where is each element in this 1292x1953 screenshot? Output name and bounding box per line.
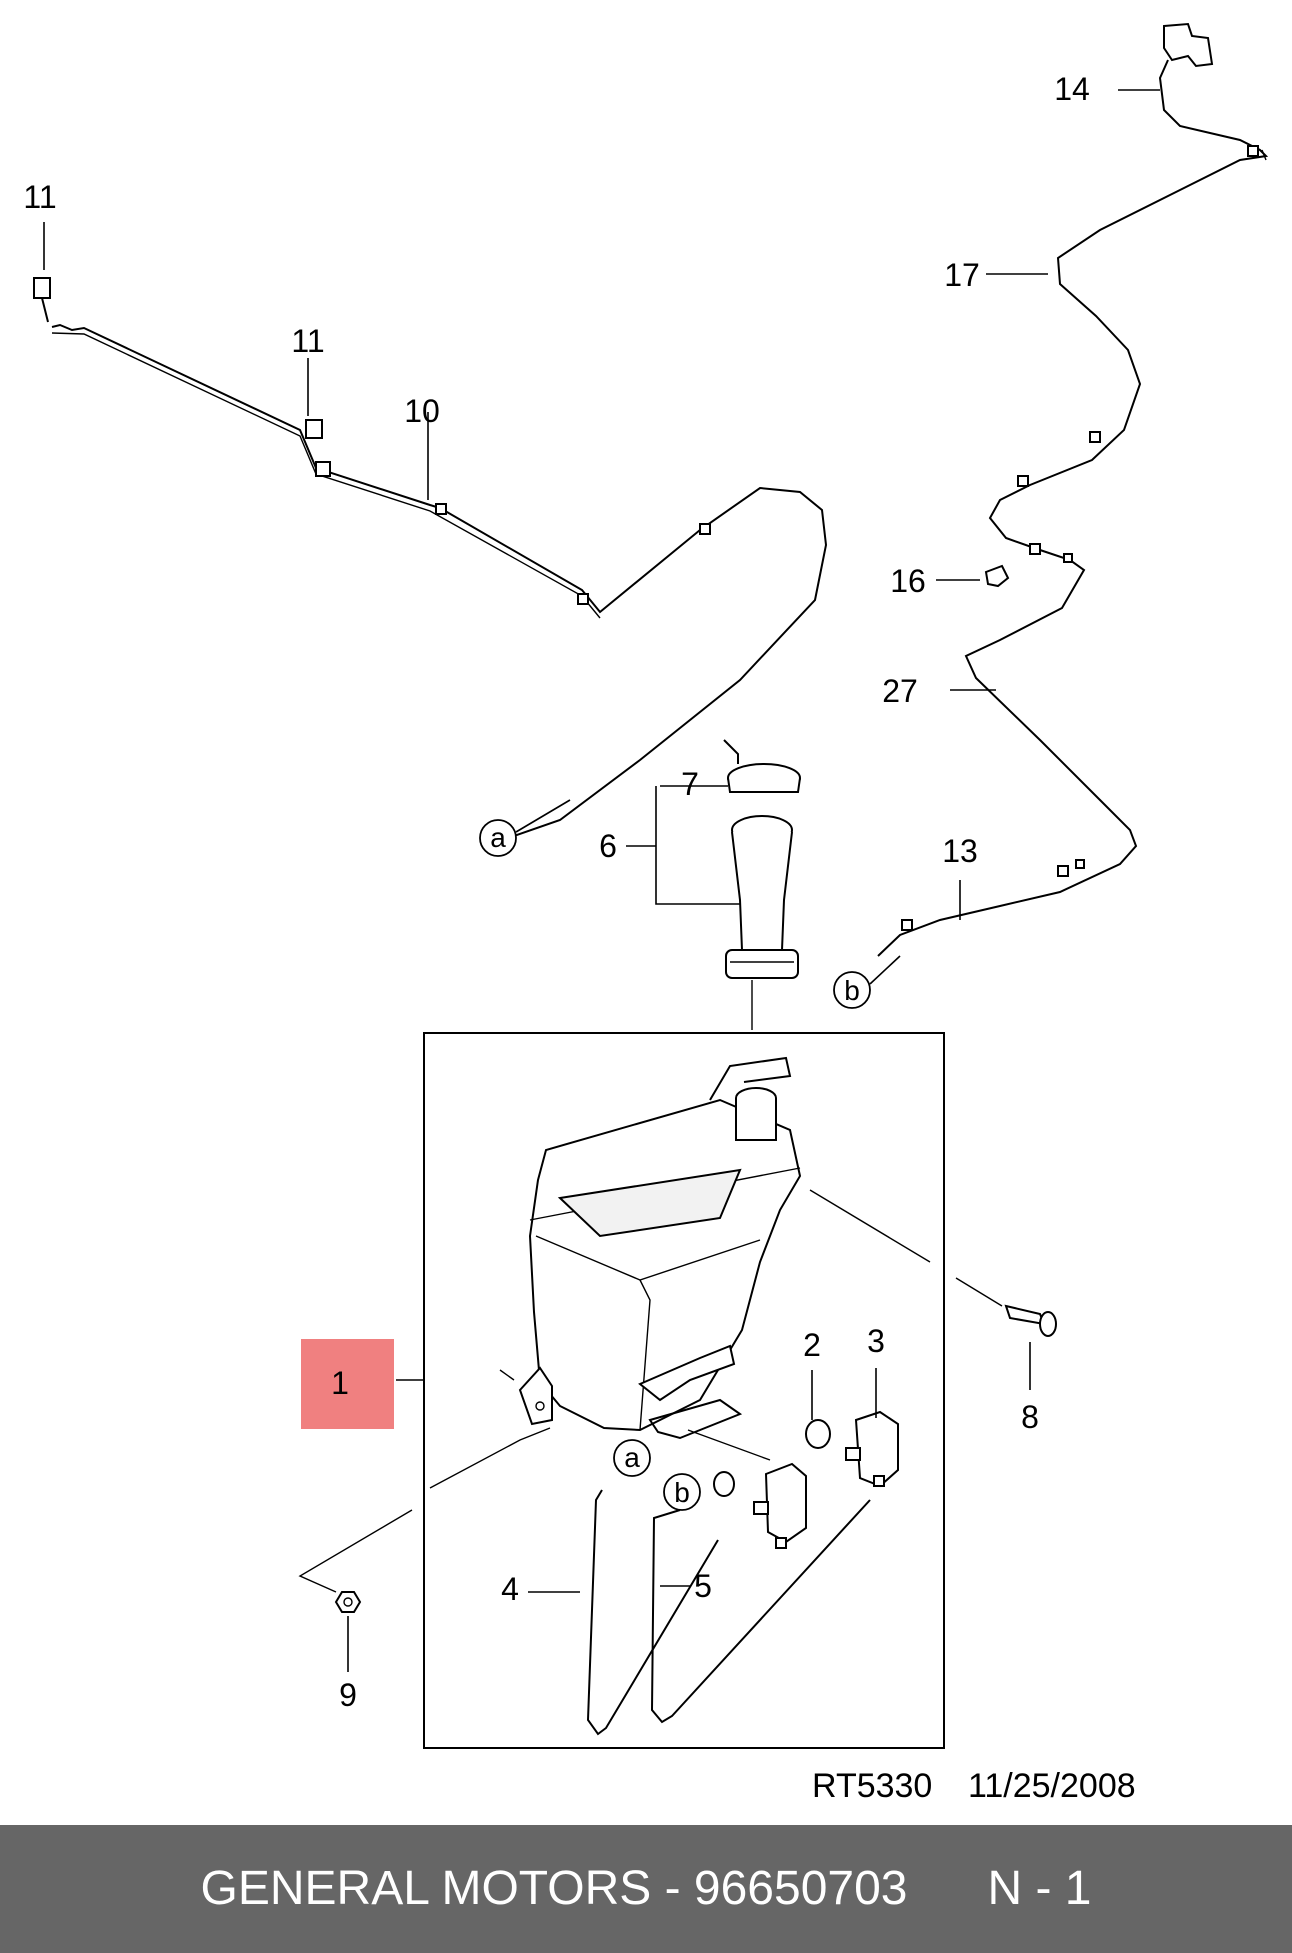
- bolt-8-head: [1039, 1311, 1057, 1337]
- callout-8: 8: [1021, 1399, 1039, 1435]
- tank-base-plate: [648, 1398, 743, 1440]
- callout-11-center: 11: [291, 323, 324, 359]
- nozzle-11-center: [305, 419, 323, 439]
- callout-10: 10: [404, 393, 440, 429]
- highlight-box: [301, 1339, 394, 1429]
- connector-b-label: b: [844, 975, 860, 1006]
- hose-clip: [699, 523, 711, 535]
- hose-clip: [1063, 553, 1073, 563]
- connector-a-bottom: a: [613, 1439, 651, 1477]
- callout-17: 17: [944, 257, 980, 293]
- nozzle-11-left: [33, 277, 51, 299]
- filler-neck-6: [731, 831, 793, 951]
- hose-clip: [1089, 431, 1101, 443]
- washer-pump-rear: [764, 1462, 807, 1544]
- reference-date: 11/25/2008: [968, 1767, 1136, 1805]
- filler-neck-assembly: [723, 739, 801, 1030]
- reference-code: RT5330: [812, 1767, 932, 1805]
- nut-9: [334, 1591, 362, 1613]
- hose-clip: [1029, 543, 1041, 555]
- hose-clip: [315, 461, 331, 477]
- rear-nozzle-14: [1163, 22, 1214, 68]
- washer-pump-3-outlet: [873, 1475, 885, 1487]
- callout-6: 6: [599, 828, 617, 864]
- clip-16: [984, 564, 1010, 588]
- reservoir-frame: [423, 1032, 945, 1749]
- hose-clip: [1017, 475, 1029, 487]
- callout-2: 2: [803, 1327, 821, 1363]
- callout-16: 16: [890, 563, 926, 599]
- washer-pump-rear-port: [753, 1501, 769, 1515]
- leader-lines: [43, 89, 1160, 1672]
- hose-clip: [901, 919, 913, 931]
- callout-11-left: 11: [23, 179, 56, 215]
- cap-strap: [723, 739, 739, 764]
- footer-bar: GENERAL MOTORS - 96650703 N - 1: [0, 1825, 1292, 1953]
- connector-a-top: a: [479, 819, 517, 857]
- footer-text: GENERAL MOTORS - 96650703 N - 1: [200, 1862, 1092, 1915]
- connector-b-bottom: b: [663, 1473, 701, 1511]
- callout-1: 1: [331, 1365, 349, 1401]
- callout-5: 5: [694, 1568, 712, 1604]
- washer-hose-right: [877, 22, 1269, 957]
- washer-pump-3-port: [845, 1447, 861, 1461]
- pump-mount: [638, 1344, 736, 1402]
- parts-diagram: a b a b 11 11 10 14 17 16 27 13 7 6 1 2 …: [23, 22, 1269, 1805]
- hose-clip: [1057, 865, 1069, 877]
- connector-a-label: a: [490, 822, 506, 853]
- reservoir-top-recess: [557, 1168, 742, 1238]
- callout-7: 7: [681, 766, 699, 802]
- washer-pump-3: [854, 1410, 899, 1488]
- washer-pump-rear-outlet: [775, 1537, 787, 1549]
- callout-14: 14: [1054, 71, 1090, 107]
- connector-b-top: b: [833, 971, 871, 1009]
- filler-neck-6-base: [725, 949, 799, 979]
- grommet-2-lower: [713, 1471, 735, 1497]
- reservoir-neck-bracket: [709, 1056, 792, 1101]
- hose-clip: [577, 593, 589, 605]
- washer-reservoir-1: [334, 1056, 1057, 1736]
- callout-13: 13: [942, 833, 978, 869]
- hose-clip: [1075, 859, 1085, 869]
- grommet-2: [805, 1419, 831, 1449]
- callout-9: 9: [339, 1677, 357, 1713]
- callout-3: 3: [867, 1323, 885, 1359]
- washer-hose-10: [33, 277, 828, 839]
- callouts: 11 11 10 14 17 16 27 13 7 6 1 2 3 8 4 5 …: [23, 71, 1089, 1713]
- hose-connector: [1247, 145, 1259, 157]
- hose-clip: [435, 503, 447, 515]
- washer-hose-4: [586, 1489, 719, 1736]
- connector-a-label: a: [624, 1442, 640, 1473]
- callout-4: 4: [501, 1571, 519, 1607]
- washer-hose-5: [650, 1499, 871, 1724]
- callout-27: 27: [882, 673, 918, 709]
- reservoir-neck-side: [735, 1098, 777, 1141]
- filler-cap-7-side: [727, 777, 801, 793]
- reservoir-mount-bracket: [518, 1366, 553, 1426]
- bolt-8: [1004, 1304, 1046, 1326]
- connector-b-label: b: [674, 1477, 690, 1508]
